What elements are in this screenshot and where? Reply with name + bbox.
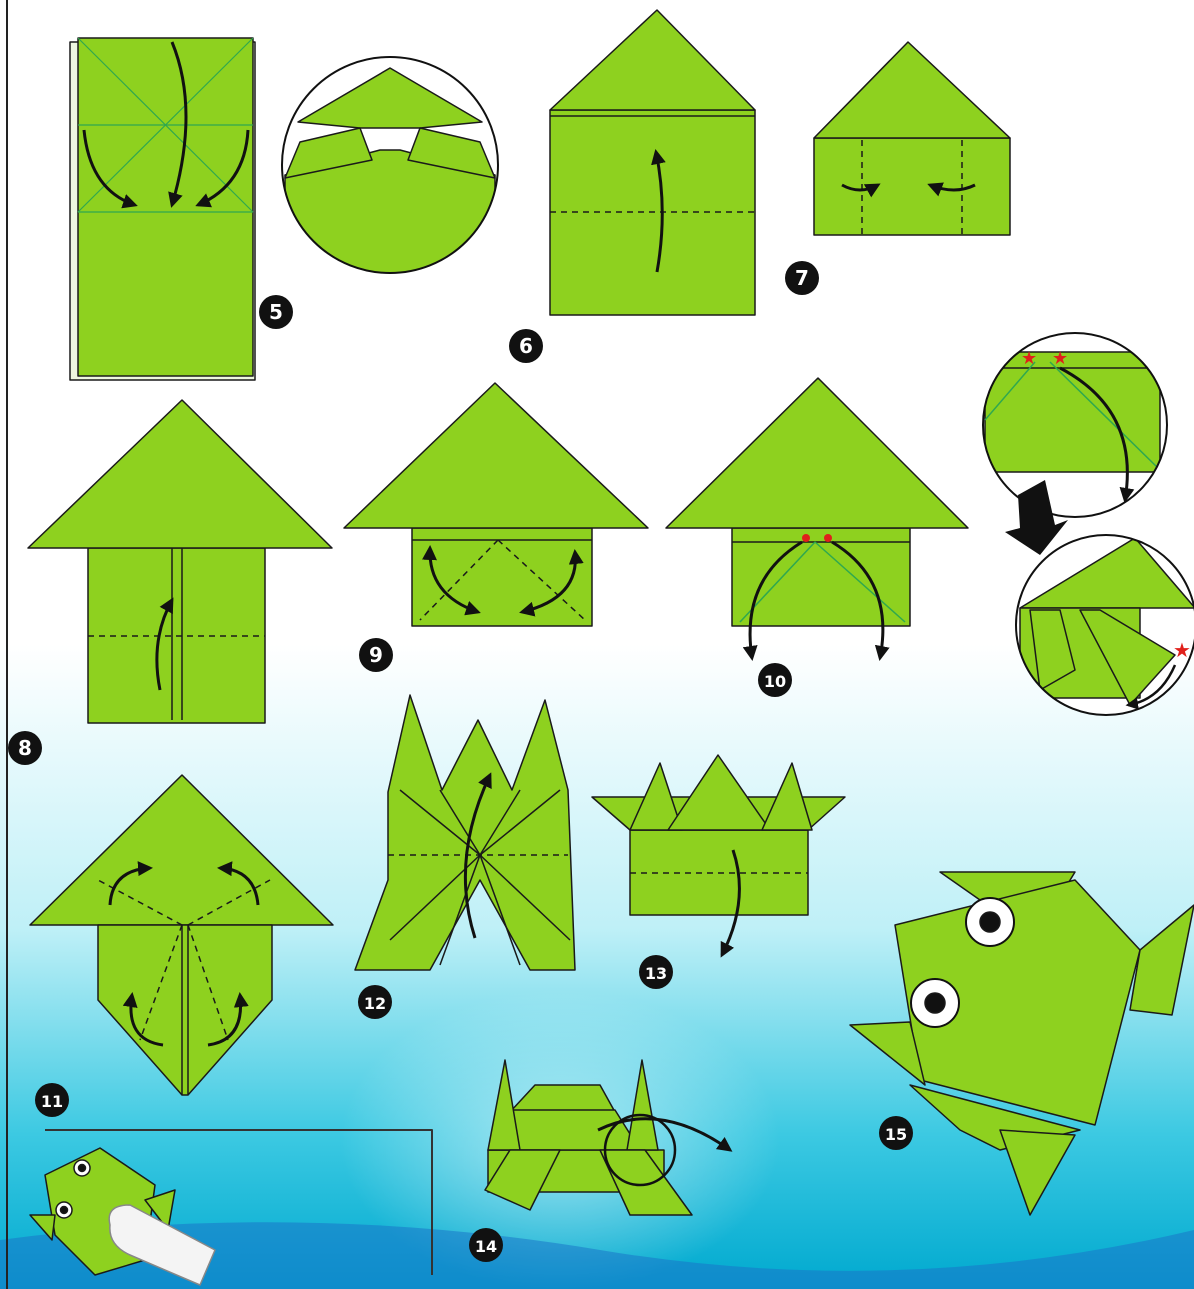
svg-text:★: ★ bbox=[1052, 348, 1068, 369]
step-9-label: 9 bbox=[369, 643, 383, 667]
step-9-badge: 9 bbox=[359, 638, 393, 672]
step-15-label: 15 bbox=[885, 1125, 907, 1144]
step-5-badge: 5 bbox=[259, 295, 293, 329]
svg-text:★: ★ bbox=[1173, 638, 1191, 662]
step-6-label: 6 bbox=[519, 334, 533, 358]
step-7-label: 7 bbox=[795, 266, 809, 290]
step-13-label: 13 bbox=[645, 964, 667, 983]
step-15-badge: 15 bbox=[879, 1116, 913, 1150]
step-13-badge: 13 bbox=[639, 955, 673, 989]
step-14-badge: 14 bbox=[469, 1228, 503, 1262]
step-5-figure bbox=[70, 38, 255, 380]
step-7-badge: 7 bbox=[785, 261, 819, 295]
svg-text:★: ★ bbox=[1021, 348, 1037, 369]
step-10-label: 10 bbox=[764, 672, 786, 691]
step-14-label: 14 bbox=[475, 1237, 497, 1256]
step-8-badge: 8 bbox=[8, 731, 42, 765]
step-12-badge: 12 bbox=[358, 985, 392, 1019]
step-11-badge: 11 bbox=[35, 1083, 69, 1117]
step-10-badge: 10 bbox=[758, 663, 792, 697]
left-border-line bbox=[6, 0, 8, 1289]
step-8-label: 8 bbox=[18, 736, 32, 760]
step-11-label: 11 bbox=[41, 1092, 63, 1111]
step-5-label: 5 bbox=[269, 300, 283, 324]
step-6-badge: 6 bbox=[509, 329, 543, 363]
step-12-label: 12 bbox=[364, 994, 386, 1013]
